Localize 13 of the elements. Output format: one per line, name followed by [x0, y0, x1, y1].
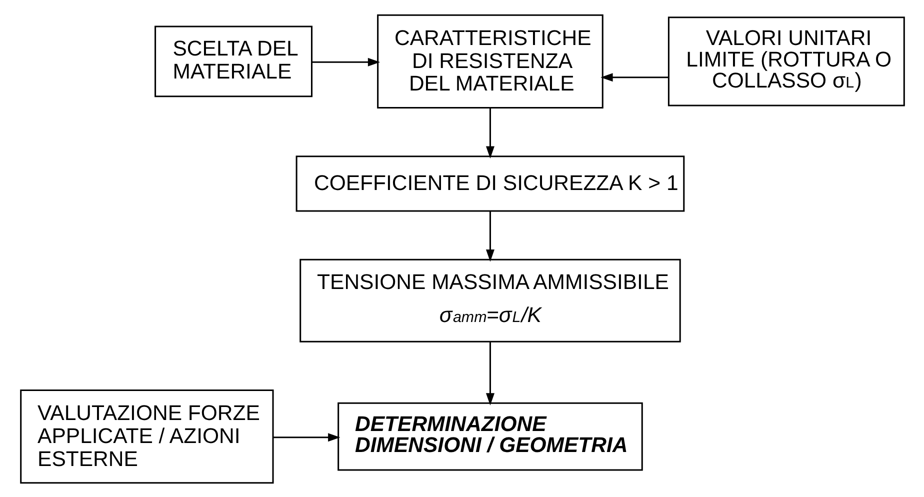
node-box: TENSIONE MASSIMA AMMISSIBILE σamm=σL/K: [299, 258, 680, 342]
node-box: CARATTERISTICHE DI RESISTENZA DEL MATERIALE: [376, 14, 603, 108]
arrow: [600, 72, 668, 82]
arrow: [311, 57, 380, 66]
node-box: DETERMINAZIONE DIMENSIONI / GEOMETRIA: [337, 402, 642, 470]
node-box: COEFFICIENTE DI SICUREZZA K > 1: [295, 155, 684, 212]
arrow: [272, 432, 340, 442]
arrow: [485, 342, 494, 405]
node-box: SCELTA DEL MATERIALE: [154, 25, 312, 97]
node-box: VALORI UNITARI LIMITE (ROTTURA O COLLASSO σL): [667, 16, 904, 106]
arrow: [485, 210, 494, 262]
node-box: VALUTAZIONE FORZE APPLICATE / AZIONI ESTERNE: [20, 389, 274, 484]
arrow: [485, 108, 494, 158]
